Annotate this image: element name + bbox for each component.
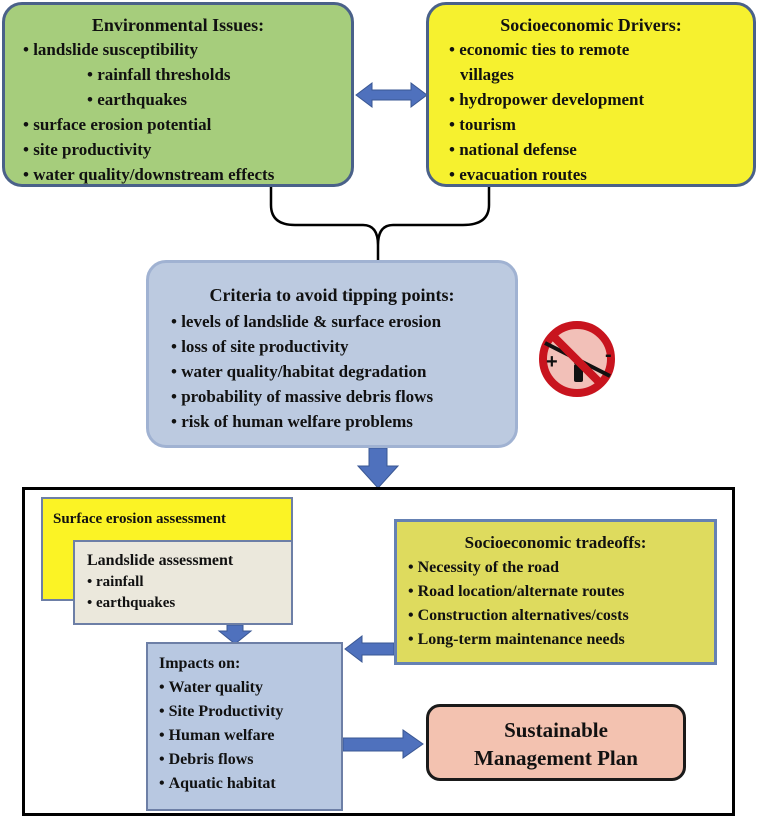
management-plan-box: Sustainable Management Plan [426, 704, 686, 781]
list-item: surface erosion potential [23, 112, 351, 137]
landslide-to-impacts-arrow-icon [217, 624, 253, 645]
list-item: Aquatic habitat [159, 772, 341, 796]
tradeoffs-title: Socioeconomic tradeoffs: [464, 533, 647, 552]
list-item: evacuation routes [449, 162, 753, 187]
environmental-issues-box: Environmental Issues: landslide suscepti… [2, 2, 354, 187]
socioeconomic-drivers-title: Socioeconomic Drivers: [500, 15, 682, 35]
list-item: Construction alternatives/costs [408, 604, 714, 628]
list-item: probability of massive debris flows [171, 384, 515, 409]
list-item: national defense [449, 137, 753, 162]
list-item: water quality/habitat degradation [171, 359, 515, 384]
list-item: levels of landslide & surface erosion [171, 309, 515, 334]
down-arrow-icon [356, 447, 400, 489]
plan-title-line1: Sustainable [504, 718, 608, 742]
criteria-box: Criteria to avoid tipping points: levels… [146, 260, 518, 448]
list-item: rainfall thresholds [23, 62, 351, 87]
assessment-frame [22, 487, 735, 816]
list-item: site productivity [23, 137, 351, 162]
merge-brace [269, 187, 491, 262]
list-item: rainfall [87, 572, 291, 593]
list-item: Necessity of the road [408, 556, 714, 580]
landslide-assessment-title: Landslide assessment [87, 552, 234, 569]
environmental-issues-title: Environmental Issues: [91, 15, 265, 35]
list-item: water quality/downstream effects [23, 162, 351, 187]
impacts-box: Impacts on: Water quality Site Productiv… [146, 642, 343, 811]
list-item: tourism [449, 112, 753, 137]
list-item: Water quality [159, 676, 341, 700]
impacts-title: Impacts on: [159, 655, 241, 672]
socioeconomic-tradeoffs-box: Socioeconomic tradeoffs: Necessity of th… [394, 519, 717, 665]
list-item: Human welfare [159, 724, 341, 748]
list-item: Long-term maintenance needs [408, 628, 714, 652]
tradeoffs-to-impacts-arrow-icon [344, 634, 395, 664]
list-item: earthquakes [23, 87, 351, 112]
double-arrow-icon [355, 82, 428, 108]
socioeconomic-drivers-box: Socioeconomic Drivers: economic ties to … [426, 2, 756, 187]
list-item: Road location/alternate routes [408, 580, 714, 604]
list-item: earthquakes [87, 593, 291, 614]
plan-title-line2: Management Plan [474, 746, 638, 770]
list-item: loss of site productivity [171, 334, 515, 359]
list-item: landslide susceptibility [23, 37, 351, 62]
surface-erosion-title: Surface erosion assessment [53, 511, 227, 527]
list-item: Site Productivity [159, 700, 341, 724]
list-item-continuation: villages [460, 65, 514, 84]
criteria-title: Criteria to avoid tipping points: [209, 285, 455, 305]
landslide-assessment-box: Landslide assessment rainfall earthquake… [73, 540, 293, 625]
list-item: hydropower development [449, 87, 753, 112]
impacts-to-plan-arrow-icon [342, 729, 424, 759]
list-item: risk of human welfare problems [171, 409, 515, 434]
list-item: economic ties to remote [449, 37, 753, 62]
list-item: Debris flows [159, 748, 341, 772]
